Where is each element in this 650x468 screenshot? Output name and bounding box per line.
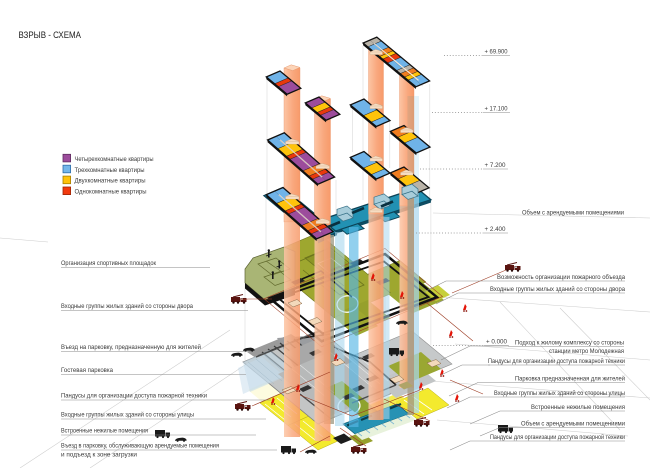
svg-text:Входные группы жилых зданий со: Входные группы жилых зданий со стороны д… xyxy=(61,302,193,310)
svg-text:Входные группы жилых зданий со: Входные группы жилых зданий со стороны у… xyxy=(61,411,194,419)
svg-text:ВЗРЫВ - СХЕМА: ВЗРЫВ - СХЕМА xyxy=(19,29,82,40)
svg-text:Въезд на парковку, предназначе: Въезд на парковку, предназначенную для ж… xyxy=(61,343,201,351)
svg-text:Возможность организации пожарн: Возможность организации пожарного объезд… xyxy=(497,273,625,281)
svg-text:Въезд в парковку, обслуживающу: Въезд в парковку, обслуживающую арендуем… xyxy=(61,442,219,450)
svg-text:+ 17.100: + 17.100 xyxy=(485,106,508,113)
svg-text:+ 2.400: + 2.400 xyxy=(485,226,506,233)
svg-text:и подъезд к зоне загрузки: и подъезд к зоне загрузки xyxy=(61,452,137,459)
svg-text:Пандусы для организации доступ: Пандусы для организации доступа пожарной… xyxy=(490,433,625,441)
svg-text:Входные группы жилых зданий со: Входные группы жилых зданий со стороны д… xyxy=(490,285,625,293)
svg-text:+ 0.000: + 0.000 xyxy=(486,339,507,346)
svg-text:Организация спортивных площадо: Организация спортивных площадок xyxy=(61,260,156,267)
svg-text:Четырехкомнатные квартиры: Четырехкомнатные квартиры xyxy=(75,156,154,163)
svg-text:Входные группы жилых зданий со: Входные группы жилых зданий со стороны у… xyxy=(494,389,625,397)
svg-text:Двухкомнатные квартиры: Двухкомнатные квартиры xyxy=(75,178,146,185)
svg-text:Трехкомнатные квартиры: Трехкомнатные квартиры xyxy=(75,167,145,174)
svg-text:Гостевая парковка: Гостевая парковка xyxy=(61,367,113,374)
svg-text:+ 7.200: + 7.200 xyxy=(485,162,506,169)
svg-text:Пандусы для организации доступ: Пандусы для организации доступа пожарной… xyxy=(488,357,625,365)
svg-text:Пандусы для организации доступ: Пандусы для организации доступа пожарной… xyxy=(61,392,207,400)
svg-text:Однокомнатные квартиры: Однокомнатные квартиры xyxy=(75,189,147,196)
svg-text:Объем с арендуемыми помещениям: Объем с арендуемыми помещениями xyxy=(522,209,624,217)
svg-text:станции метро Молодежная: станции метро Молодежная xyxy=(549,348,624,355)
svg-text:Встроенные нежилые помещения: Встроенные нежилые помещения xyxy=(61,428,148,435)
svg-text:Встроенные нежилые помещения: Встроенные нежилые помещения xyxy=(531,404,625,411)
svg-text:Парковка предназначенная для ж: Парковка предназначенная для жителей xyxy=(515,375,625,383)
svg-text:Объем с арендуемыми помещениям: Объем с арендуемыми помещениями xyxy=(521,420,625,428)
svg-text:+ 69.900: + 69.900 xyxy=(485,49,508,56)
svg-text:Подход к жилому комплексу со с: Подход к жилому комплексу со стороны xyxy=(515,340,624,347)
